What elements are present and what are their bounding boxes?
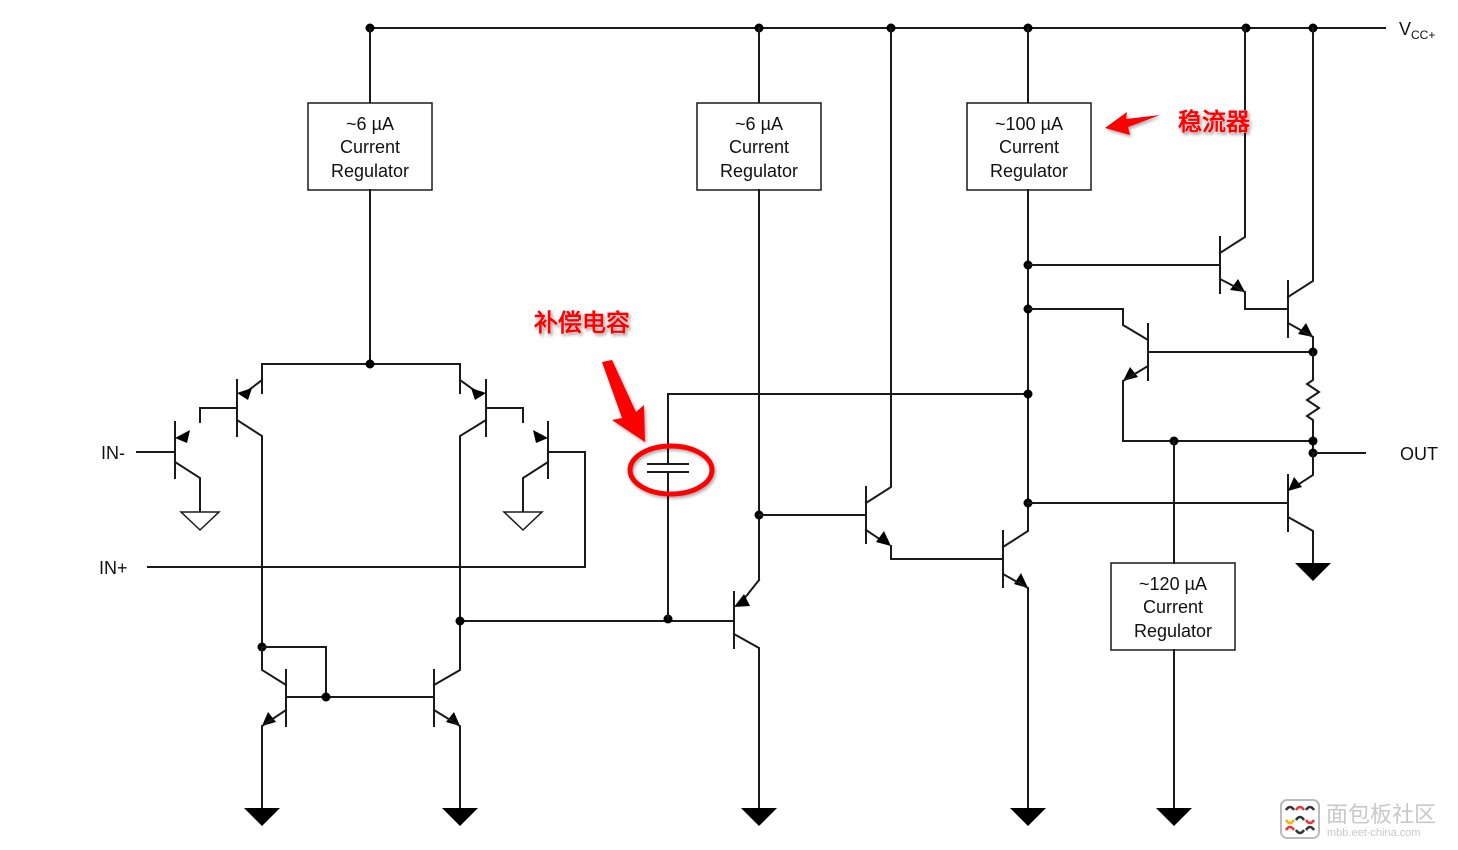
watermark: 面包板社区 mbb.eet-china.com: [1280, 799, 1436, 839]
in-minus-label: IN-: [101, 443, 125, 463]
in-plus-label: IN+: [99, 558, 128, 578]
svg-text:稳流器: 稳流器: [1178, 108, 1251, 136]
svg-text:~100 µA: ~100 µA: [995, 114, 1063, 134]
svg-text:Regulator: Regulator: [1134, 621, 1212, 641]
svg-text:Current: Current: [729, 137, 789, 157]
output-stage: [1023, 27, 1366, 826]
highlight-circle: [627, 443, 715, 497]
svg-text:~6 µA: ~6 µA: [735, 114, 783, 134]
svg-text:面包板社区: 面包板社区: [1326, 803, 1436, 828]
red-arrow-icon: [602, 360, 645, 442]
regulator-annotation: 稳流器: [1105, 108, 1251, 136]
gain-stage: [732, 27, 1046, 826]
svg-text:Current: Current: [340, 137, 400, 157]
svg-text:Regulator: Regulator: [331, 161, 409, 181]
svg-text:~6 µA: ~6 µA: [346, 114, 394, 134]
red-arrow-icon: [1105, 112, 1160, 135]
vcc-label: VCC+: [1399, 19, 1435, 42]
vcc-rail: [365, 23, 1386, 33]
svg-text:mbb.eet-china.com: mbb.eet-china.com: [1327, 827, 1421, 839]
watermark-logo-icon: [1284, 805, 1316, 835]
svg-text:Current: Current: [1143, 597, 1203, 617]
current-regulator-6ua-right: ~6 µA Current Regulator: [696, 102, 822, 191]
current-regulator-6ua-left: ~6 µA Current Regulator: [307, 102, 433, 191]
input-stage: [136, 359, 586, 648]
svg-text:补偿电容: 补偿电容: [534, 309, 630, 337]
compensation-capacitor: [647, 393, 1029, 620]
out-label: OUT: [1400, 444, 1438, 464]
svg-text:~120 µA: ~120 µA: [1139, 574, 1207, 594]
current-regulator-120ua: ~120 µA Current Regulator: [1110, 562, 1236, 651]
svg-text:Current: Current: [999, 137, 1059, 157]
svg-text:Regulator: Regulator: [990, 161, 1068, 181]
current-mirror: [244, 620, 478, 826]
svg-text:Regulator: Regulator: [720, 161, 798, 181]
current-regulator-100ua: ~100 µA Current Regulator: [966, 102, 1092, 191]
capacitor-annotation: 补偿电容: [534, 309, 715, 497]
